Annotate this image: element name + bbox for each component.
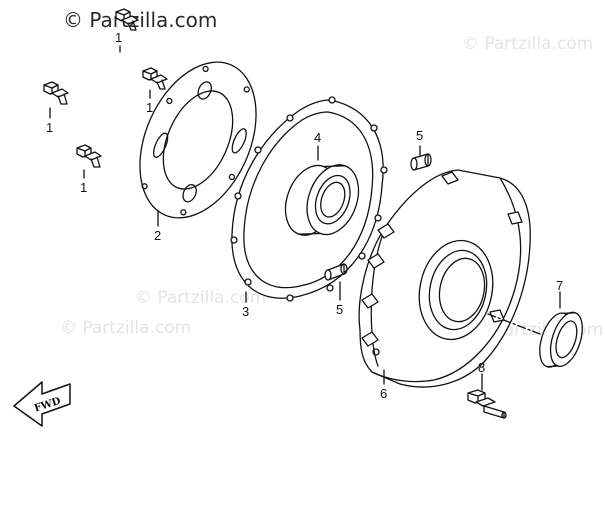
dowel-pin-upper [410, 153, 432, 171]
bolt-top [115, 8, 139, 31]
callout-3: 3 [242, 304, 249, 319]
callout-1c: 1 [146, 100, 153, 115]
callout-1a: 1 [115, 30, 122, 45]
plate-ring [139, 61, 257, 219]
watermark-faint-1: © Partzilla.com [462, 34, 594, 54]
oil-seal [539, 311, 583, 368]
bolt-left-lower [76, 144, 102, 168]
centre-line [487, 313, 541, 335]
crankcase-cover [358, 169, 531, 388]
callout-7: 7 [556, 278, 563, 293]
flange-bolt [467, 389, 507, 419]
fwd-arrow-icon: FWD [13, 381, 71, 427]
bolt-left-upper [43, 81, 69, 105]
dowel-pin-lower [324, 263, 348, 281]
callout-8: 8 [478, 360, 485, 375]
callout-2: 2 [154, 228, 161, 243]
watermark-faint-2: © Partzilla.com [60, 318, 192, 338]
callout-5b: 5 [336, 302, 343, 317]
callout-1b: 1 [46, 120, 53, 135]
callout-4: 4 [314, 130, 321, 145]
callout-6: 6 [380, 386, 387, 401]
callout-5a: 5 [416, 128, 423, 143]
watermark-main: © Partzilla.com [63, 8, 218, 32]
watermark-faint-3: © Partzilla.com [135, 288, 267, 308]
callout-1d: 1 [80, 180, 87, 195]
bearing [284, 164, 360, 236]
bolt-center-upper [142, 67, 168, 90]
